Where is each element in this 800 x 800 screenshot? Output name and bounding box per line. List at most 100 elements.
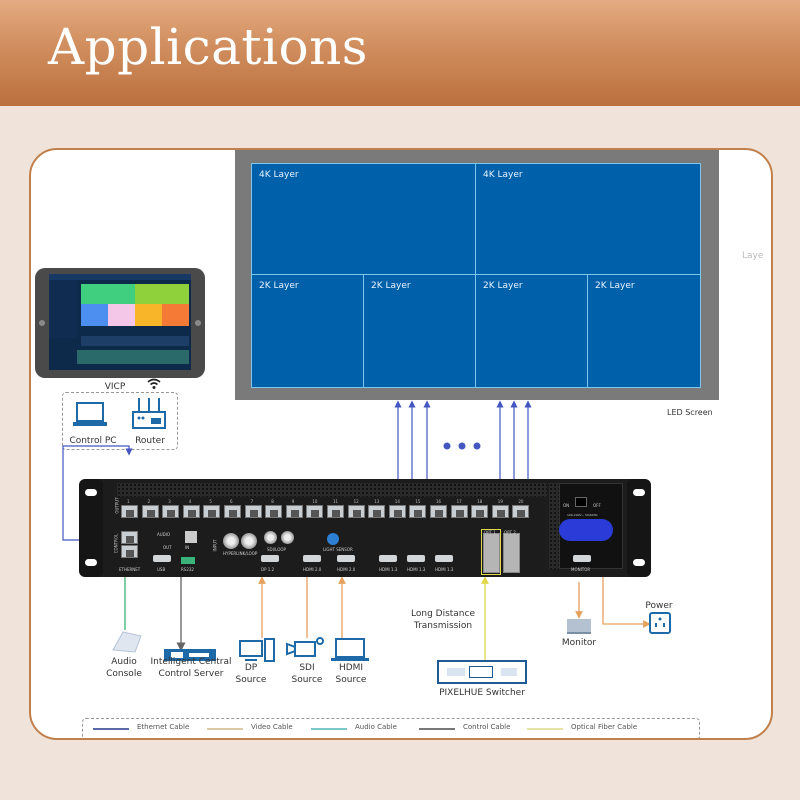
legend-swatch xyxy=(527,728,563,730)
control-pc-label: Control PC xyxy=(69,436,117,446)
rs232-port[interactable] xyxy=(181,557,195,564)
output-port[interactable] xyxy=(347,505,365,518)
output-label: OUTPUT xyxy=(114,497,120,514)
legend-swatch xyxy=(93,728,129,730)
power-switch[interactable] xyxy=(575,497,587,507)
audio-in-label: IN xyxy=(185,545,190,550)
output-port[interactable] xyxy=(327,505,344,518)
tablet-home-button xyxy=(195,320,201,326)
diagram-card: 4K Layer 4K Layer 2K Layer 2K Layer 2K L… xyxy=(29,148,773,740)
output-port[interactable] xyxy=(388,505,406,518)
long-distance-label: Long Distance Transmission xyxy=(411,609,475,631)
fiber-port-highlight xyxy=(481,529,501,575)
input-port-label: HDMI 2.0 xyxy=(337,567,356,572)
fiber-port-1[interactable] xyxy=(483,533,500,573)
hyperlink-port[interactable] xyxy=(223,533,239,549)
monitor-port[interactable] xyxy=(573,555,591,562)
cut-off-text: Laye xyxy=(742,251,764,261)
usb-label: USB xyxy=(157,567,166,572)
output-port[interactable] xyxy=(512,505,530,518)
hyperlink-loop-port[interactable] xyxy=(241,533,257,549)
output-port-number: 9 xyxy=(291,499,295,504)
output-port[interactable] xyxy=(450,505,468,518)
output-port-number: 17 xyxy=(456,499,462,504)
led-screen-label: LED Screen xyxy=(667,408,713,417)
ethernet-port-1[interactable] xyxy=(121,531,138,544)
input-port[interactable] xyxy=(379,555,397,562)
legend-box xyxy=(82,718,700,738)
input-port-label: DP 1.2 xyxy=(261,567,275,572)
output-port-number: 8 xyxy=(271,499,274,504)
layer-2k-2: 2K Layer xyxy=(363,274,476,388)
input-port[interactable] xyxy=(337,555,355,562)
power-inlet[interactable] xyxy=(559,519,613,541)
fiber-port-2[interactable] xyxy=(503,533,520,573)
layer-label: 2K Layer xyxy=(371,281,411,291)
output-port-number: 20 xyxy=(518,499,524,504)
output-port[interactable] xyxy=(244,505,262,518)
output-port-number: 13 xyxy=(374,499,380,504)
vicp-title: VICP xyxy=(104,382,126,392)
tablet-screen xyxy=(49,274,191,370)
output-port[interactable] xyxy=(285,505,303,518)
layer-4k-2: 4K Layer xyxy=(475,163,701,275)
ellipsis-dots xyxy=(443,442,481,450)
output-port-number: 18 xyxy=(477,499,483,504)
router-label: Router xyxy=(135,436,165,446)
output-port[interactable] xyxy=(265,505,283,518)
output-port-number: 11 xyxy=(333,499,339,504)
output-port[interactable] xyxy=(141,505,159,518)
ethernet-label: ETHERNET xyxy=(119,567,141,572)
output-port[interactable] xyxy=(121,505,138,518)
pixelhue-switcher-label: PIXELHUE Switcher xyxy=(439,688,525,698)
sdi-port[interactable] xyxy=(264,531,277,544)
input-port[interactable] xyxy=(435,555,453,562)
output-port[interactable] xyxy=(182,505,200,518)
output-port[interactable] xyxy=(409,505,427,518)
input-port[interactable] xyxy=(407,555,425,562)
output-port-number: 4 xyxy=(188,499,192,504)
fiber-label-2: OPT 2 xyxy=(504,530,516,535)
tablet-tile xyxy=(108,304,135,326)
output-port[interactable] xyxy=(368,505,386,518)
input-port[interactable] xyxy=(303,555,321,562)
rs232-label: RS232 xyxy=(181,567,194,572)
tablet-sidebar xyxy=(49,280,77,338)
power-label: Power xyxy=(645,601,673,611)
fiber-label-1: OPT 1 xyxy=(484,530,496,535)
din-port[interactable] xyxy=(185,531,197,543)
output-port[interactable] xyxy=(430,505,447,518)
output-port-number: 10 xyxy=(312,499,318,504)
legend-swatch xyxy=(419,728,455,730)
output-port-number: 19 xyxy=(497,499,503,504)
pixelhue-switcher-icon xyxy=(437,660,527,684)
usb-port[interactable] xyxy=(153,555,171,562)
header-banner: Applications xyxy=(0,0,800,106)
sdi-loop-port[interactable] xyxy=(281,531,294,544)
output-port[interactable] xyxy=(306,505,324,518)
layer-label: 2K Layer xyxy=(595,281,635,291)
legend-label: Audio Cable xyxy=(355,723,397,731)
hdmi-source-label: HDMI Source xyxy=(335,663,367,685)
ethernet-port-2[interactable] xyxy=(121,545,138,558)
output-port[interactable] xyxy=(491,505,509,518)
input-port-label: HDMI 1.3 xyxy=(407,567,426,572)
tablet-tile xyxy=(135,284,189,304)
hyperlink-label: HYPERLINK/LOOP xyxy=(223,551,258,556)
legend-label: Control Cable xyxy=(463,723,511,731)
layer-label: 2K Layer xyxy=(259,281,299,291)
audio-console-label: Audio Console xyxy=(106,657,142,679)
led-screen: 4K Layer 4K Layer 2K Layer 2K Layer 2K L… xyxy=(235,150,719,400)
output-port[interactable] xyxy=(162,505,180,518)
monitor-icon xyxy=(567,619,591,634)
output-port[interactable] xyxy=(224,505,241,518)
input-port[interactable] xyxy=(261,555,279,562)
sdi-source-label: SDI Source xyxy=(291,663,323,685)
tablet-toolbar xyxy=(81,336,189,346)
output-port[interactable] xyxy=(471,505,489,518)
light-sensor xyxy=(327,533,339,545)
audio-label: AUDIO xyxy=(157,532,171,537)
input-port-label: HDMI 2.0 xyxy=(303,567,322,572)
output-port[interactable] xyxy=(203,505,221,518)
rack-ear-right xyxy=(627,479,651,577)
